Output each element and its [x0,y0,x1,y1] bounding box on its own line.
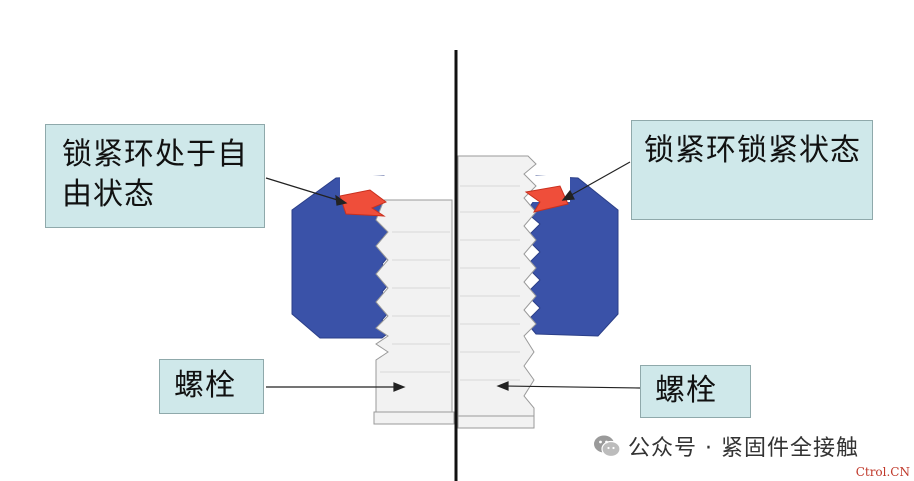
label-ring-locked: 锁紧环锁紧状态 [644,133,861,168]
label-box-bolt-right: 螺栓 [640,365,751,418]
label-box-ring-free: 锁紧环处于自由状态 [45,124,265,228]
leader-lines [265,161,641,392]
label-ring-free: 锁紧环处于自由状态 [62,137,248,212]
watermark-text: 公众号 · 紧固件全接触 [628,436,859,461]
label-box-bolt-left: 螺栓 [159,359,264,414]
locking-ring-free [339,189,387,217]
watermark: 公众号 · 紧固件全接触 [592,428,859,464]
label-box-ring-locked: 锁紧环锁紧状态 [631,120,873,220]
bolt-flange-left [373,411,455,425]
corner-mark: Ctrol.CN [855,465,910,479]
bolt-right-half [457,155,537,427]
bolt-left-half [375,199,453,419]
bolt-thread-lines [380,185,520,381]
locking-ring-locked [524,185,569,213]
bolt-flange-right [457,415,535,429]
label-bolt-left: 螺栓 [174,368,236,403]
label-bolt-right: 螺栓 [655,373,717,408]
wechat-icon [594,435,621,458]
